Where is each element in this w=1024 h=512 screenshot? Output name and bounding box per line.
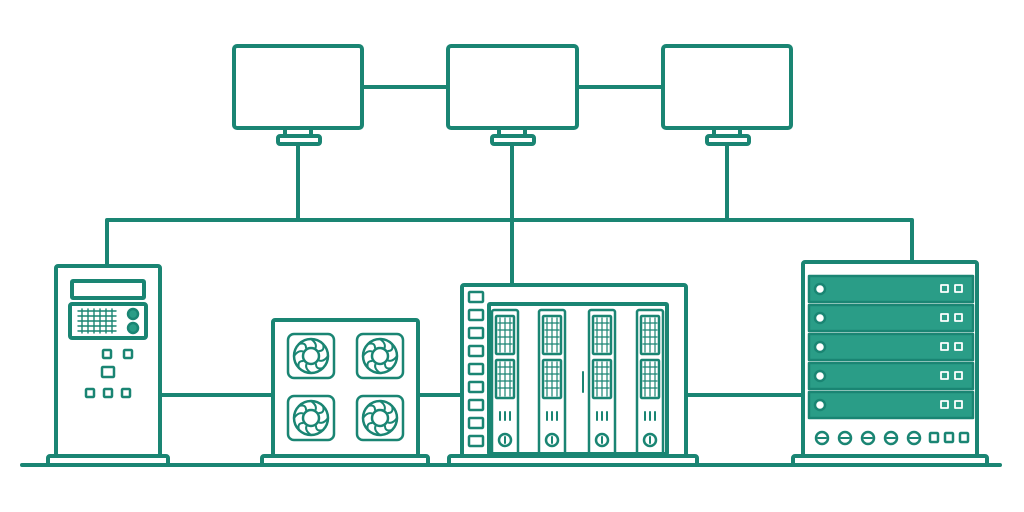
button [102, 387, 114, 399]
drive-bay-nas [447, 283, 699, 467]
indicator [467, 290, 485, 304]
indicator [467, 308, 485, 322]
control-panel [68, 302, 148, 340]
button [84, 387, 96, 399]
slot-port [954, 284, 963, 293]
indicator [467, 362, 485, 376]
slot-port [940, 284, 949, 293]
rack-slot [807, 390, 975, 420]
tray-grille [494, 358, 516, 400]
knob [837, 430, 853, 446]
knob [906, 430, 922, 446]
indicator [467, 434, 485, 448]
rack-base [791, 454, 989, 467]
link-backbone [105, 218, 914, 268]
indicator [467, 344, 485, 358]
monitor-screen [661, 44, 793, 130]
vent-grid [77, 308, 117, 334]
tray-grille [494, 314, 516, 356]
tower-pc [46, 264, 170, 467]
rack-slot [807, 332, 975, 362]
monitor-screen [232, 44, 364, 130]
power-button [100, 365, 116, 379]
fan-unit [260, 318, 430, 467]
monitor-stand [705, 134, 751, 146]
knob [814, 430, 830, 446]
drive-slot [70, 279, 146, 300]
rack-button [943, 431, 955, 444]
rack-slot [807, 303, 975, 333]
monitor-right [661, 44, 793, 146]
indicator [467, 380, 485, 394]
rack-slot [807, 361, 975, 391]
indicator [467, 398, 485, 412]
monitor-stand [490, 134, 536, 146]
indicator [467, 326, 485, 340]
tray-latch [497, 432, 513, 448]
button [122, 348, 134, 360]
monitor-screen [446, 44, 579, 130]
monitor-center [446, 44, 579, 146]
button [120, 387, 132, 399]
drive-cage [487, 302, 669, 456]
monitor-left [232, 44, 364, 146]
rack-button [958, 431, 970, 444]
rack-slot [807, 274, 975, 304]
indicator [467, 416, 485, 430]
rack-button [928, 431, 940, 444]
nas-base [447, 454, 699, 467]
fan-case [271, 318, 420, 460]
knob [883, 430, 899, 446]
slot-led [813, 282, 827, 296]
knob [860, 430, 876, 446]
status-led [126, 307, 140, 321]
nas-indicator-column [467, 290, 485, 448]
monitor-stand [276, 134, 322, 146]
fan-blades [293, 338, 329, 374]
fan-frame [286, 332, 336, 380]
drive-tray [490, 308, 520, 456]
rack-front-controls [814, 430, 970, 446]
tray-frame [490, 308, 520, 456]
status-led [126, 321, 140, 335]
tower-buttons [84, 348, 134, 399]
fan [286, 332, 336, 380]
button [101, 348, 113, 360]
rack-server [791, 260, 989, 467]
tower-base [46, 454, 170, 467]
fan-hub [301, 346, 321, 366]
fan-base [260, 454, 430, 467]
